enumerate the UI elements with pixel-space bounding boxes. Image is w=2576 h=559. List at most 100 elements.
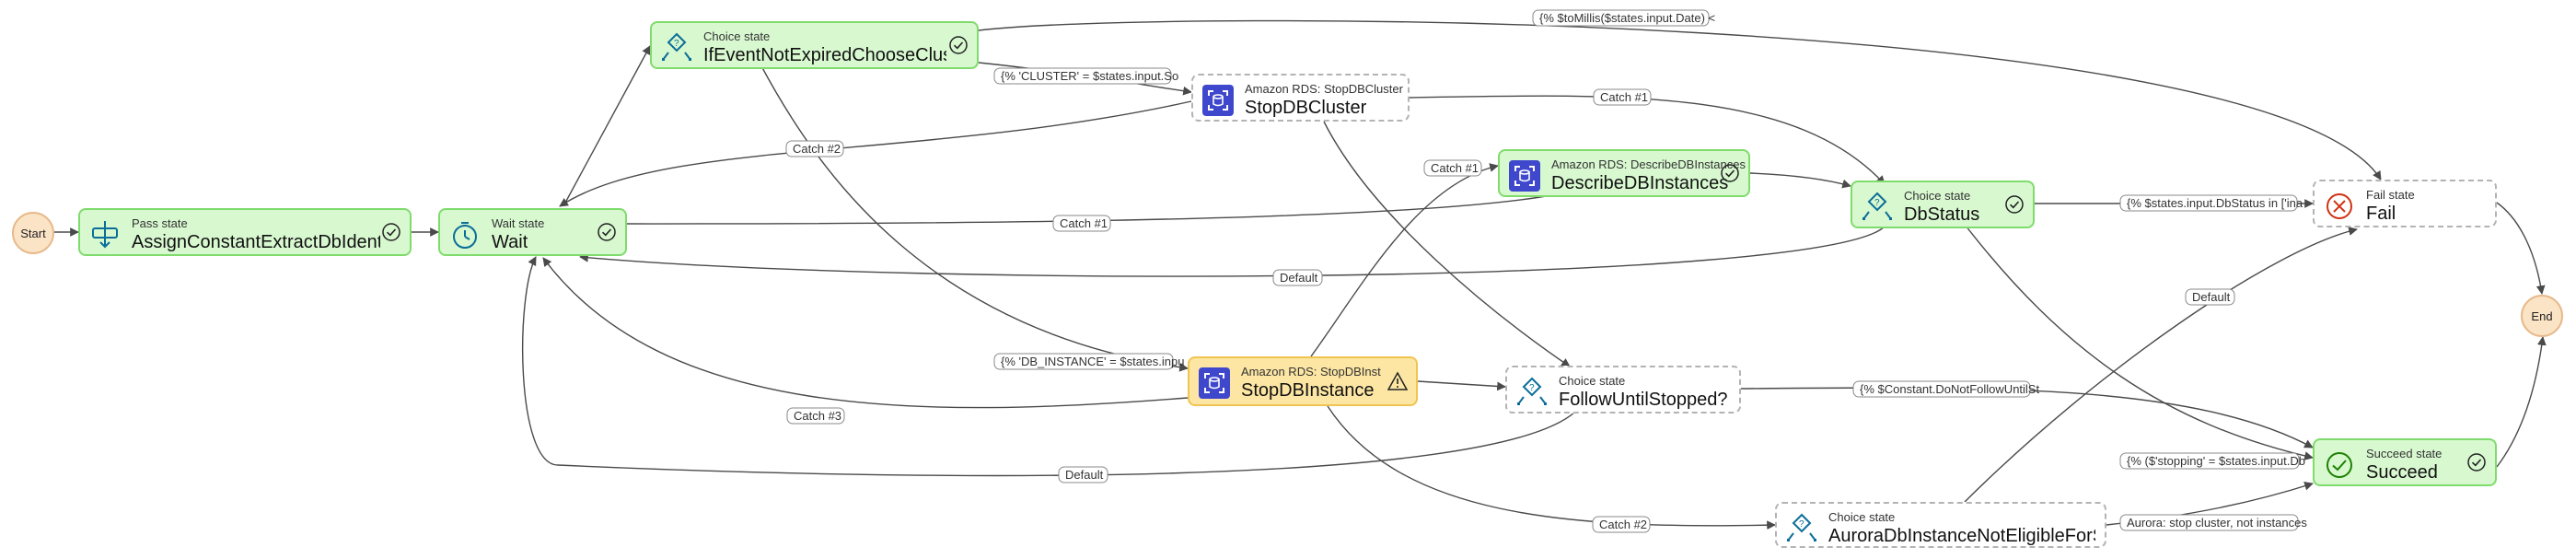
success-check-icon (381, 222, 401, 242)
state-succeed[interactable]: Succeed state Succeed (2313, 438, 2497, 486)
edge-ifevent-fail (978, 19, 2382, 181)
state-follow-until-stopped[interactable]: ? Choice state FollowUntilStopped? (1505, 366, 1741, 413)
state-stop-db-instance[interactable]: Amazon RDS: StopDBInstance StopDBInstanc… (1188, 356, 1418, 406)
success-check-icon (2004, 194, 2025, 215)
state-name-label: Wait (492, 232, 528, 252)
svg-text:{% 'CLUSTER' = $states.input.S: {% 'CLUSTER' = $states.input.So (1001, 69, 1178, 83)
edge-dbstatus-wait (579, 225, 1886, 277)
state-db-status[interactable]: ? Choice state DbStatus (1851, 181, 2035, 228)
svg-text:Catch #2: Catch #2 (793, 142, 841, 156)
svg-text:?: ? (1874, 198, 1880, 208)
choice-icon: ? (661, 32, 692, 64)
state-type-label: Choice state (703, 29, 771, 43)
state-name-label: IfEventNotExpiredChooseClusterOrInstance (703, 45, 946, 65)
state-type-label: Pass state (132, 216, 188, 230)
state-type-label: Succeed state (2366, 447, 2443, 460)
edge-label-default-dbstatus: Default (1272, 269, 1323, 286)
edge-label-tomillis: {% $toMillis($states.input.Date) < (1532, 9, 1715, 27)
warning-icon (1387, 371, 1409, 391)
edge-label-catch2-instance: Catch #2 (1592, 516, 1651, 533)
svg-text:Default: Default (1280, 271, 1318, 285)
start-node[interactable]: Start (12, 212, 54, 254)
edge-stopinstance-follow (1417, 380, 1506, 391)
state-assign-constant[interactable]: Pass state AssignConstantExtractDbIdenti… (78, 208, 412, 256)
edge-label-dbstatus-in: {% $states.input.DbStatus in ['ina (2119, 194, 2303, 212)
edge-wait-ifevent (563, 45, 651, 205)
state-name-label: AssignConstantExtractDbIdentifier (132, 232, 380, 252)
choice-icon: ? (1516, 377, 1548, 408)
svg-text:Catch #1: Catch #1 (1060, 216, 1108, 230)
edge-label-stopping: {% ($'stopping' = $states.input.Db (2119, 452, 2305, 470)
rds-icon (1202, 85, 1234, 116)
state-name-label: Fail (2366, 204, 2396, 224)
svg-text:{% ($'stopping' = $states.inpu: {% ($'stopping' = $states.input.Db (2127, 454, 2305, 468)
edge-label-catch2-cluster: Catch #2 (785, 140, 844, 157)
state-type-label: Fail state (2366, 188, 2415, 202)
svg-text:?: ? (1529, 383, 1535, 393)
state-describe-db-instances[interactable]: Amazon RDS: DescribeDBInstances Describe… (1498, 149, 1750, 197)
state-wait[interactable]: Wait state Wait (438, 208, 627, 256)
edge-label-aurora: Aurora: stop cluster, not instances (2119, 514, 2307, 531)
edge-describe-dbstatus (1749, 172, 1851, 189)
state-stop-db-cluster[interactable]: Amazon RDS: StopDBCluster StopDBCluster (1191, 74, 1410, 122)
svg-text:Default: Default (1065, 468, 1104, 482)
edge-label-catch1-cluster: Catch #1 (1593, 88, 1652, 106)
state-type-label: Amazon RDS: StopDBInstance (1241, 365, 1381, 378)
svg-text:?: ? (1799, 519, 1804, 530)
edge-label-dbinstance: {% 'DB_INSTANCE' = $states.inpu (993, 353, 1184, 370)
svg-text:{% $states.input.DbStatus in [: {% $states.input.DbStatus in ['ina (2127, 196, 2303, 210)
edge-stopinstance-describe (1310, 163, 1499, 357)
edge-follow-wait (521, 256, 1576, 477)
state-name-label: Succeed (2366, 462, 2438, 483)
edge-aurora-fail (1964, 227, 2358, 503)
state-name-label: StopDBInstance (1241, 380, 1375, 401)
state-name-label: StopDBCluster (1245, 98, 1367, 118)
fail-icon (2324, 191, 2355, 222)
state-type-label: Wait state (492, 216, 545, 230)
state-if-event-not-expired[interactable]: ? Choice state IfEventNotExpiredChooseCl… (650, 21, 979, 69)
svg-text:Aurora: stop cluster, not inst: Aurora: stop cluster, not instances (2127, 516, 2307, 530)
rds-icon (1199, 367, 1230, 399)
edge-label-catch1-describe: Catch #1 (1052, 215, 1111, 232)
svg-text:Default: Default (2192, 290, 2231, 304)
succeed-icon (2324, 449, 2355, 481)
state-type-label: Choice state (1559, 374, 1626, 388)
choice-icon: ? (1786, 513, 1817, 544)
end-node[interactable]: End (2521, 295, 2563, 337)
svg-text:Catch #3: Catch #3 (794, 409, 841, 423)
edge-label-default-follow: Default (1058, 466, 1108, 483)
svg-text:Catch #1: Catch #1 (1431, 161, 1479, 175)
state-type-label: Choice state (1904, 189, 1971, 203)
success-check-icon (948, 35, 969, 55)
svg-text:{% $Constant.DoNotFollowUntilS: {% $Constant.DoNotFollowUntilSt (1860, 382, 2039, 396)
state-fail[interactable]: Fail state Fail (2313, 180, 2497, 227)
edge-stopinstance-wait (542, 257, 1189, 409)
edge-stopinstance-aurora (1327, 405, 1776, 530)
success-check-icon (1720, 163, 1740, 183)
pass-icon (89, 219, 121, 250)
state-name-label: DescribeDBInstances (1551, 173, 1729, 193)
state-name-label: DbStatus (1904, 204, 1980, 225)
edge-succeed-end (2496, 336, 2547, 468)
state-name-label: AuroraDbInstanceNotEligibleForStop (1828, 526, 2095, 546)
state-aurora-not-eligible[interactable]: ? Choice state AuroraDbInstanceNotEligib… (1775, 502, 2106, 548)
edge-label-cluster: {% 'CLUSTER' = $states.input.So (993, 67, 1178, 85)
edge-stopcluster-wait (559, 100, 1192, 207)
success-check-icon (597, 222, 617, 242)
edge-dbstatus-succeed (1965, 225, 2314, 460)
edge-follow-succeed (1740, 387, 2314, 448)
edge-stopcluster-dbstatus (1409, 95, 1886, 185)
state-type-label: Amazon RDS: StopDBCluster (1245, 82, 1403, 96)
edge-fail-end (2496, 202, 2546, 295)
choice-icon: ? (1862, 192, 1893, 223)
edge-stopcluster-follow (1323, 121, 1571, 367)
state-name-label: FollowUntilStopped? (1559, 390, 1728, 410)
success-check-icon (2466, 452, 2487, 472)
svg-text:{% 'DB_INSTANCE' = $states.inp: {% 'DB_INSTANCE' = $states.inpu (1001, 355, 1184, 368)
state-type-label: Amazon RDS: DescribeDBInstances (1551, 157, 1746, 171)
edge-label-catch3: Catch #3 (786, 407, 845, 425)
edge-label-donotfollow: {% $Constant.DoNotFollowUntilSt (1852, 380, 2039, 398)
edge-ifevent-stopinstance (759, 62, 1189, 372)
svg-text:Catch #1: Catch #1 (1600, 90, 1648, 104)
